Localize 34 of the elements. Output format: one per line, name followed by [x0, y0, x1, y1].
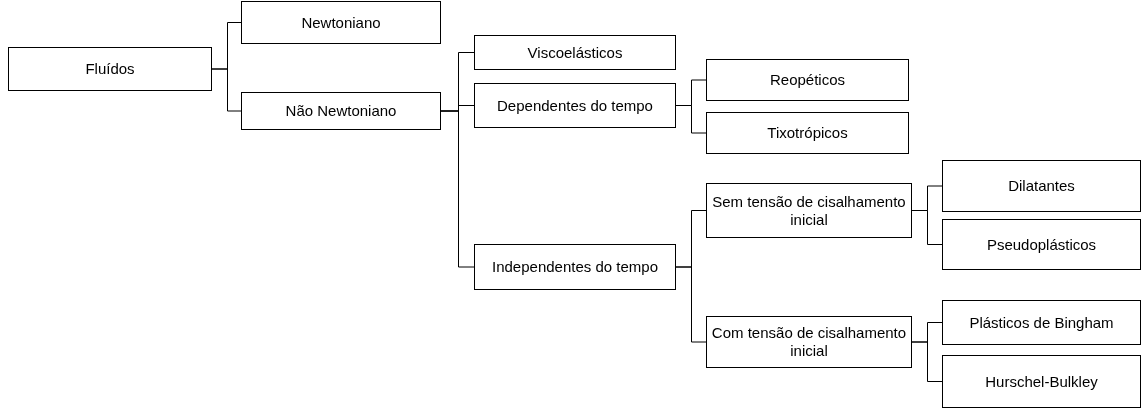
category-label: Dilatantes	[1008, 177, 1075, 195]
category-box	[706, 112, 909, 154]
connector-line	[211, 68, 242, 112]
category-box	[706, 183, 912, 238]
category-box	[706, 316, 912, 368]
category-box	[942, 160, 1141, 212]
category-label: Fluídos	[85, 60, 135, 78]
category-label: Com tensão de cisalhamento inicial	[711, 324, 907, 360]
category-label: Dependentes do tempo	[497, 96, 653, 115]
connector-line	[675, 266, 707, 343]
category-box	[474, 83, 676, 128]
category-box	[474, 244, 676, 290]
category-box	[241, 92, 441, 130]
connector-line	[911, 210, 943, 245]
category-box	[474, 35, 676, 70]
connector-line	[440, 110, 475, 268]
category-box	[706, 59, 909, 101]
category-label: Não Newtoniano	[285, 102, 397, 120]
category-label: Sem tensão de cisalhamento inicial	[711, 192, 907, 229]
category-label: Viscoelásticos	[527, 43, 623, 62]
connector-line	[675, 105, 707, 134]
category-label: Newtoniano	[301, 13, 381, 32]
category-label: Independentes do tempo	[492, 258, 658, 276]
category-label: Tixotrópicos	[767, 124, 848, 142]
category-box	[942, 219, 1141, 270]
connector-line	[911, 341, 943, 382]
category-label: Pseudoplásticos	[986, 235, 1097, 254]
category-box	[8, 47, 212, 91]
category-box	[241, 1, 441, 44]
category-label: Plásticos de Bingham	[969, 313, 1114, 332]
category-box	[942, 355, 1141, 408]
category-label: Reopéticos	[769, 71, 845, 89]
category-label: Hurschel-Bulkley	[985, 372, 1098, 391]
category-box	[942, 300, 1141, 345]
